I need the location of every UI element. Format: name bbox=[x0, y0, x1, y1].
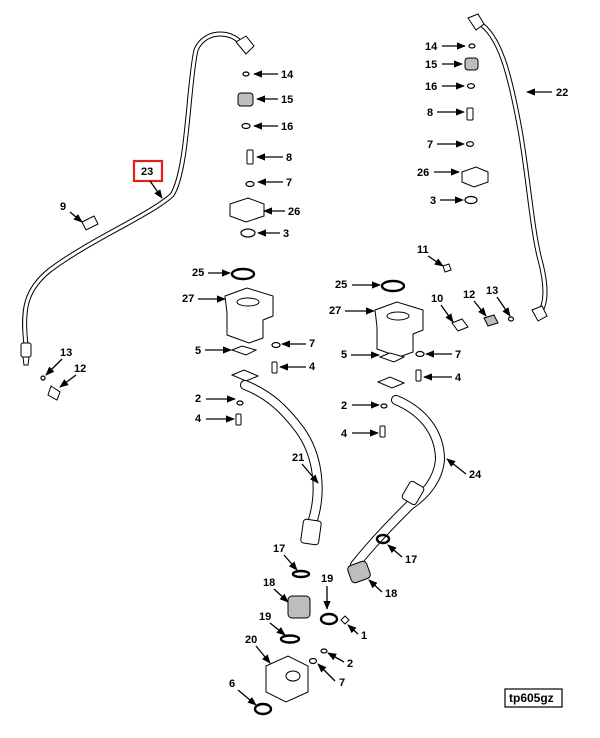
right-tube-assembly bbox=[442, 13, 548, 332]
oring-17-right bbox=[375, 533, 391, 545]
tube-22-bottom-fitting bbox=[531, 305, 548, 322]
callout-4b-left: 4 bbox=[195, 413, 202, 425]
callout-7: 7 bbox=[286, 177, 292, 189]
callout-18-left: 18 bbox=[263, 577, 275, 589]
oring-25-left bbox=[230, 267, 256, 281]
flange-left bbox=[230, 369, 260, 382]
oring-19-left bbox=[279, 634, 301, 644]
callouts-left-hose: 25 27 5 7 4 2 4 21 17 18 19 20 6 bbox=[182, 267, 319, 706]
callout-27-left: 27 bbox=[182, 293, 194, 305]
callout-12-right: 12 bbox=[463, 289, 475, 301]
callout-14-right: 14 bbox=[425, 41, 438, 53]
adapter-18-left bbox=[287, 595, 311, 619]
oring-3 bbox=[240, 228, 256, 238]
callout-10: 10 bbox=[431, 293, 443, 305]
nut-12-right bbox=[483, 314, 499, 327]
tube-22 bbox=[475, 19, 548, 315]
bolt-8 bbox=[246, 149, 254, 165]
fitting-11 bbox=[442, 263, 452, 273]
callouts-right-stack: 14 15 16 8 7 26 3 22 11 10 12 13 bbox=[417, 41, 568, 323]
callout-5-right: 5 bbox=[341, 349, 347, 361]
callout-8: 8 bbox=[286, 152, 292, 164]
hose-24-fitting bbox=[401, 480, 425, 506]
washer-7 bbox=[245, 180, 255, 188]
callout-13-left: 13 bbox=[60, 347, 72, 359]
callout-7b-right: 7 bbox=[339, 677, 345, 689]
oring-14 bbox=[242, 71, 250, 77]
callout-17-right: 17 bbox=[405, 554, 417, 566]
callouts-left-line-misc: 9 13 12 bbox=[45, 201, 86, 388]
callout-1: 1 bbox=[361, 630, 367, 642]
callout-4a-right: 4 bbox=[455, 372, 462, 384]
manifold-27-left bbox=[224, 287, 274, 344]
oring-19-right bbox=[319, 612, 339, 626]
callout-8-right: 8 bbox=[427, 107, 433, 119]
callout-24: 24 bbox=[469, 469, 482, 481]
hose-21-fitting bbox=[300, 518, 322, 546]
callout-3-right: 3 bbox=[430, 195, 436, 207]
callout-26-right: 26 bbox=[417, 167, 429, 179]
callout-15-right: 15 bbox=[425, 59, 437, 71]
figure-id-box: tp605gz bbox=[504, 688, 563, 708]
callout-14: 14 bbox=[281, 69, 294, 81]
callout-11: 11 bbox=[417, 244, 429, 256]
callout-13-right: 13 bbox=[486, 285, 498, 297]
callout-19-left: 19 bbox=[259, 611, 271, 623]
callout-25-left: 25 bbox=[192, 267, 204, 279]
oring-13-right bbox=[507, 316, 515, 322]
fitting-12-left bbox=[47, 385, 61, 401]
callout-23: 23 bbox=[141, 166, 153, 178]
gasket-5-left bbox=[230, 345, 258, 356]
callout-2-right: 2 bbox=[341, 400, 347, 412]
fitting-15 bbox=[237, 92, 254, 107]
right-stack bbox=[461, 43, 489, 205]
callout-7-right: 7 bbox=[427, 139, 433, 151]
right-hose-assembly bbox=[308, 279, 445, 665]
callout-15: 15 bbox=[281, 94, 293, 106]
callout-16-right: 16 bbox=[425, 81, 437, 93]
tube-end-nut bbox=[20, 342, 32, 358]
left-stack bbox=[229, 71, 265, 238]
callout-17-left: 17 bbox=[273, 543, 285, 555]
callout-12-left: 12 bbox=[74, 363, 86, 375]
fitting-1 bbox=[340, 615, 350, 625]
callout-20: 20 bbox=[245, 634, 257, 646]
callout-16: 16 bbox=[281, 121, 293, 133]
adapter-18-right bbox=[347, 560, 371, 584]
callout-18-right: 18 bbox=[385, 588, 397, 600]
callout-5-left: 5 bbox=[195, 345, 201, 357]
callout-4a-left: 4 bbox=[309, 361, 316, 373]
callout-4b-right: 4 bbox=[341, 428, 348, 440]
callout-7-left-hose: 7 bbox=[309, 338, 315, 350]
callout-26: 26 bbox=[288, 206, 300, 218]
tube-end-fitting bbox=[235, 35, 255, 55]
left-tube-assembly bbox=[20, 31, 255, 401]
callout-2-left: 2 bbox=[195, 393, 201, 405]
callout-6: 6 bbox=[229, 678, 235, 690]
callout-7-right-hose: 7 bbox=[455, 349, 461, 361]
callout-9: 9 bbox=[60, 201, 66, 213]
callout-21: 21 bbox=[292, 452, 304, 464]
callout-19-right: 19 bbox=[321, 573, 333, 585]
oring-6 bbox=[253, 702, 273, 716]
oring-17-left bbox=[291, 569, 311, 579]
clip-9 bbox=[81, 215, 99, 231]
oring-13-left bbox=[40, 375, 46, 381]
tube-22-top-fitting bbox=[467, 13, 485, 31]
callout-22: 22 bbox=[556, 87, 568, 99]
callout-27-right: 27 bbox=[329, 305, 341, 317]
callout-23-highlight[interactable]: 23 bbox=[132, 159, 164, 199]
callout-2b-right: 2 bbox=[347, 658, 353, 670]
callout-3: 3 bbox=[283, 228, 289, 240]
fitting-10 bbox=[451, 318, 469, 332]
callouts-left-stack: 14 15 16 8 7 26 3 bbox=[253, 69, 300, 240]
callouts-right-hose: 25 27 5 7 4 2 4 24 17 19 18 1 2 7 bbox=[317, 279, 482, 689]
figure-id: tp605gz bbox=[509, 691, 554, 705]
block-26 bbox=[229, 197, 265, 223]
callout-25-right: 25 bbox=[335, 279, 347, 291]
oring-16 bbox=[241, 122, 251, 130]
left-hose-assembly bbox=[224, 267, 323, 716]
